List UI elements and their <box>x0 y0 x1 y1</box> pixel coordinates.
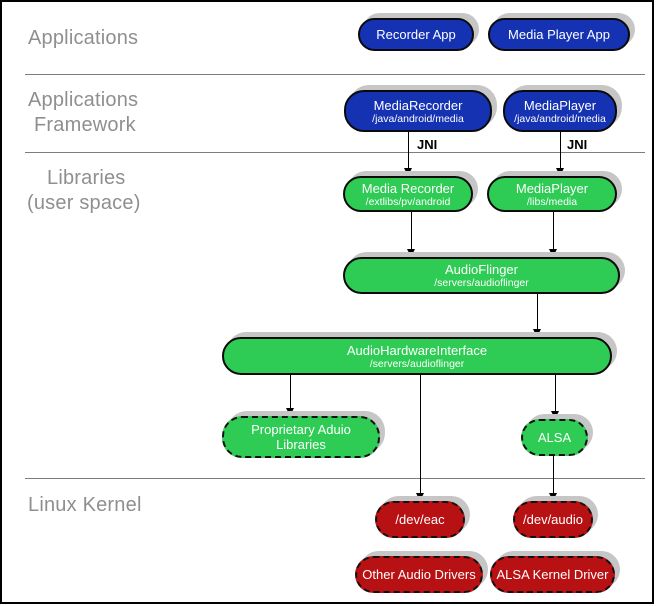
connector-alsa-to-dev-audio <box>553 456 554 494</box>
node-recorder-app: Recorder App <box>358 18 474 51</box>
node-path: /java/android/media <box>514 112 606 125</box>
node-dev-audio: /dev/audio <box>513 501 593 538</box>
layer-label-libraries-line1: Libraries <box>47 167 126 189</box>
node-path: /extlibs/pv/android <box>365 195 451 208</box>
node-title: Recorder App <box>376 27 456 42</box>
layer-label-framework-line2: Framework <box>34 114 136 136</box>
arrowhead <box>556 168 564 176</box>
layer-label-linux-kernel: Linux Kernel <box>28 494 142 516</box>
node-audio-hardware-interface: AudioHardwareInterface /servers/audiofli… <box>222 337 612 375</box>
node-title: MediaPlayer <box>515 180 589 196</box>
node-alsa: ALSA <box>521 419 588 456</box>
connector-ahi-to-dev-eac <box>420 375 421 494</box>
connector-ahi-to-alsa <box>555 375 556 412</box>
node-audioflinger: AudioFlinger /servers/audioflinger <box>343 257 620 294</box>
separator-applications <box>25 74 645 75</box>
node-path: /java/android/media <box>372 112 464 125</box>
jni-label-right: JNI <box>567 137 588 152</box>
node-title: Media Player App <box>508 27 610 42</box>
node-title: Proprietary Aduio Libraries <box>251 422 351 452</box>
node-mediarecorder-framework: MediaRecorder /java/android/media <box>344 90 492 132</box>
connector-ahi-to-proprietary <box>290 375 291 409</box>
node-title: ALSA <box>537 430 572 445</box>
node-title: AudioFlinger <box>445 262 518 277</box>
node-path: /libs/media <box>526 195 578 208</box>
node-mediaplayer-lib: MediaPlayer /libs/media <box>487 176 617 212</box>
node-title: Media Recorder <box>361 180 455 196</box>
node-mediaplayer-framework: MediaPlayer /java/android/media <box>503 90 617 132</box>
arrowhead <box>551 411 559 419</box>
node-media-player-app: Media Player App <box>488 18 630 51</box>
arrowhead <box>286 408 294 416</box>
node-title: ALSA Kernel Driver <box>496 567 609 582</box>
node-path: /servers/audioflinger <box>369 357 465 370</box>
layer-label-libraries-line2: (user space) <box>27 192 141 214</box>
node-title: MediaPlayer <box>523 97 597 113</box>
node-alsa-kernel-driver: ALSA Kernel Driver <box>490 556 615 593</box>
connector-recorder-to-audioflinger <box>411 212 412 250</box>
layer-label-applications: Applications <box>28 27 139 49</box>
separator-framework <box>25 152 645 153</box>
arrowhead <box>404 168 412 176</box>
node-title: AudioHardwareInterface <box>346 342 488 358</box>
arrowhead <box>549 493 557 501</box>
connector-mediarecorder-jni <box>408 130 409 169</box>
node-title: MediaRecorder <box>373 97 463 113</box>
arrowhead <box>549 249 557 257</box>
layer-label-framework-line1: Applications <box>28 89 139 111</box>
connector-mediaplayer-jni <box>560 130 561 169</box>
node-title: Other Audio Drivers <box>362 567 476 582</box>
node-title: /dev/audio <box>523 512 583 527</box>
arrowhead <box>407 249 415 257</box>
connector-player-to-audioflinger <box>553 212 554 250</box>
node-path: /servers/audioflinger <box>434 277 529 289</box>
connector-audioflinger-to-ahi <box>537 294 538 330</box>
arrowhead <box>416 493 424 501</box>
node-other-audio-drivers: Other Audio Drivers <box>355 556 483 593</box>
node-proprietary-audio-libraries: Proprietary Aduio Libraries <box>222 416 380 458</box>
node-media-recorder-lib: Media Recorder /extlibs/pv/android <box>343 176 473 212</box>
node-title: /dev/eac <box>395 512 445 527</box>
jni-label-left: JNI <box>417 137 438 152</box>
separator-libraries <box>25 478 645 479</box>
arrowhead <box>533 329 541 337</box>
node-dev-eac: /dev/eac <box>375 501 465 538</box>
